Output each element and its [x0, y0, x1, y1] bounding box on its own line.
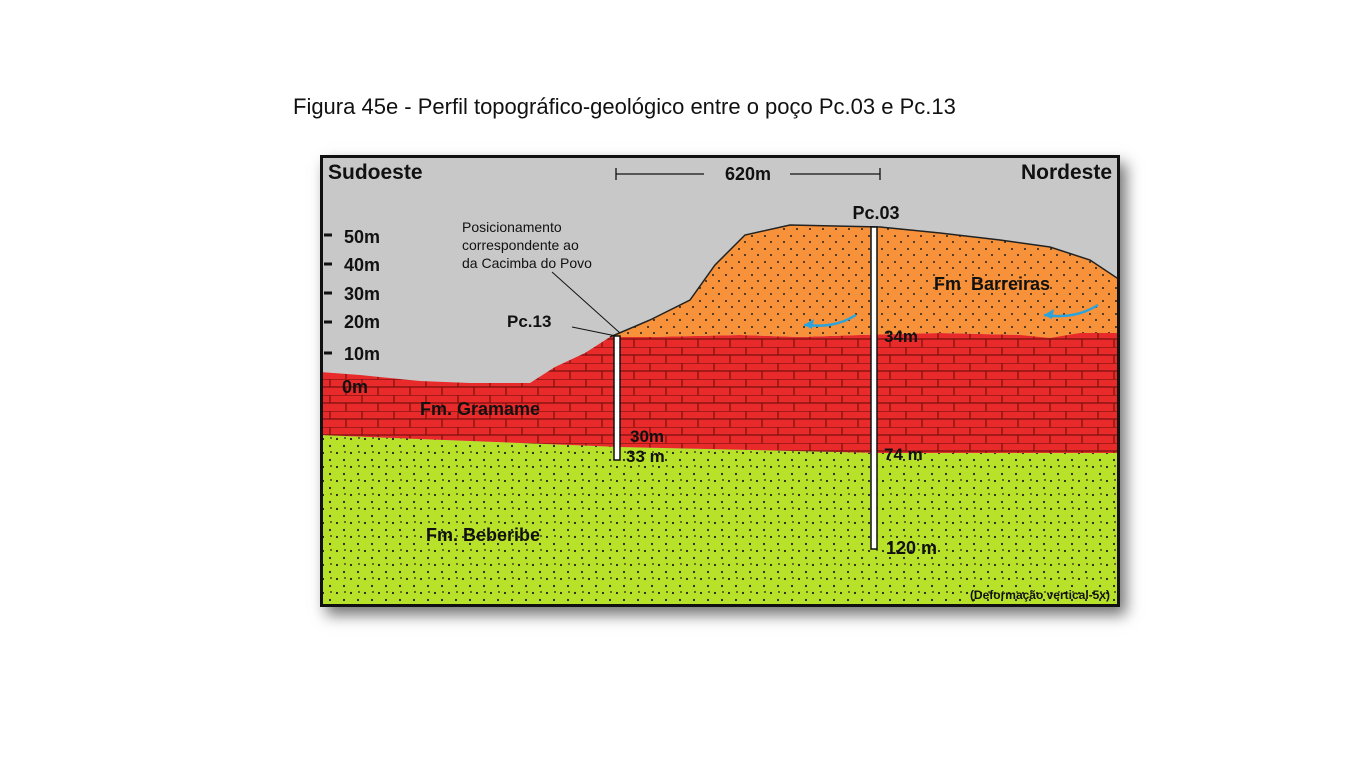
well-pc03-label: Pc.03: [852, 203, 899, 223]
annotation-line-3: da Cacimba do Povo: [462, 255, 592, 271]
distance-scale: 620m: [615, 164, 881, 184]
distance-label: 620m: [725, 164, 771, 184]
vertical-deformation-note: (Deformação vertical-5x): [970, 588, 1110, 602]
gramame-layer: [320, 333, 1120, 453]
groundwater-flow-arrow-icon: [1043, 303, 1099, 319]
direction-right-label: Nordeste: [1021, 161, 1112, 184]
annotation-line-2: correspondente ao: [462, 237, 579, 253]
formation-beberibe-label: Fm. Beberibe: [426, 525, 540, 545]
formation-barreiras-label: Fm Barreiras: [934, 274, 1050, 294]
geologic-profile-diagram: Sudoeste Nordeste 620m 50m 40m 30m 20m 1…: [320, 155, 1120, 607]
elevation-tick-label: 50m: [344, 227, 380, 247]
elevation-tick-label: 10m: [344, 344, 380, 364]
direction-left-label: Sudoeste: [328, 161, 423, 184]
figure-caption: Figura 45e - Perfil topográfico-geológic…: [293, 94, 956, 119]
well-pc03-total-depth: 120 m: [886, 538, 937, 558]
cacimba-annotation: Posicionamento correspondente ao da Caci…: [462, 219, 621, 337]
groundwater-flow-arrow-icon: [803, 313, 857, 329]
well-pc03: Pc.03 34m 74 m 120 m: [852, 203, 937, 558]
elevation-tick-label: 40m: [344, 255, 380, 275]
elevation-axis: 50m 40m 30m 20m 10m 0m: [324, 227, 380, 397]
elevation-tick-label: 20m: [344, 312, 380, 332]
diagram-border: [320, 155, 1120, 607]
well-pc13-total-depth: 33 m: [626, 447, 665, 466]
well-pc03-upper-contact: 34m: [884, 327, 918, 346]
formation-gramame-label: Fm. Gramame: [420, 399, 540, 419]
annotation-line-1: Posicionamento: [462, 219, 562, 235]
elevation-tick-label: 0m: [342, 377, 368, 397]
well-pc13-label: Pc.13: [507, 312, 551, 331]
well-pc03-lower-contact: 74 m: [884, 445, 923, 464]
well-pc13: Pc.13 30m 33 m: [507, 312, 665, 466]
annotation-leader-line: [551, 271, 621, 334]
well-pc13-contact-depth: 30m: [630, 427, 664, 446]
well-label-leader-line: [571, 326, 617, 337]
elevation-tick-label: 30m: [344, 284, 380, 304]
